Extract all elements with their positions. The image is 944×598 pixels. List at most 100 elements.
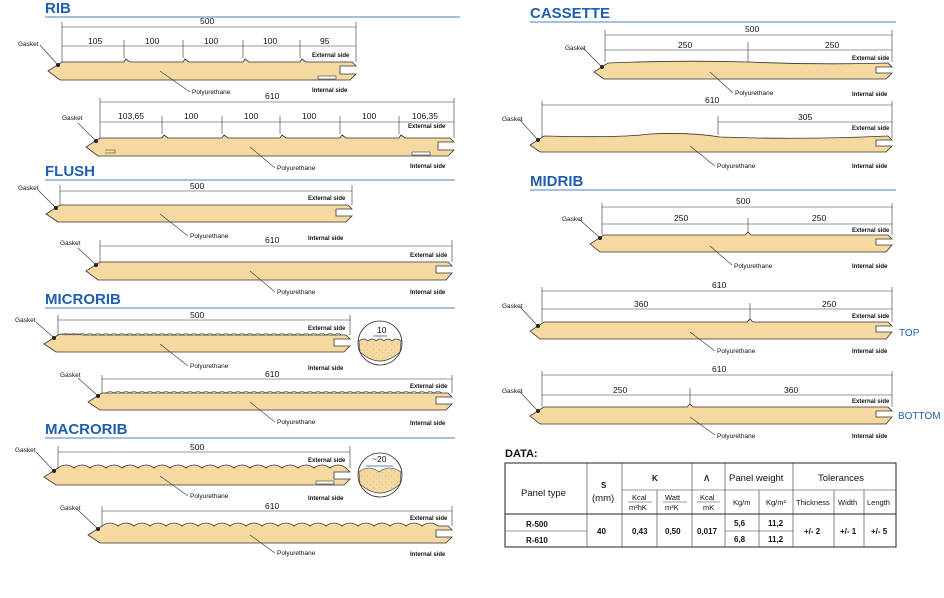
polyurethane-label: Polyurethane: [277, 419, 316, 426]
polyurethane-label: Polyurethane: [734, 263, 773, 270]
external-side-label: External side: [308, 196, 346, 202]
macrorib-detail-dim: ~20: [372, 454, 387, 464]
external-side-label: External side: [308, 326, 346, 332]
polyurethane-label: Polyurethane: [277, 550, 316, 557]
dim-total: 610: [265, 235, 279, 245]
external-side-label: External side: [852, 399, 890, 405]
external-side-label: External side: [308, 458, 346, 464]
dim-seg: 250: [822, 299, 836, 309]
polyurethane-label: Polyurethane: [277, 165, 316, 172]
dim-seg: 250: [674, 213, 688, 223]
gasket-label: Gasket: [60, 240, 81, 247]
midrib-610-bottom-panel: 610 250 360 Gasket Polyurethane External…: [502, 364, 893, 440]
dim-seg: 106,35: [412, 111, 438, 121]
internal-side-label: Internal side: [852, 164, 888, 170]
gasket-label: Gasket: [15, 317, 36, 324]
external-side-label: External side: [852, 228, 890, 234]
sub-k-watt-unit: m²K: [665, 503, 679, 512]
dim-total: 500: [190, 310, 204, 320]
data-table: Panel type S (mm) K Λ Panel weight Toler…: [504, 462, 897, 548]
external-side-label: External side: [410, 253, 448, 259]
dim-seg: 105: [88, 36, 102, 46]
header-lambda: Λ: [704, 474, 710, 483]
gasket-label: Gasket: [502, 388, 523, 395]
midrib-610-top-panel: 610 360 250 Gasket Polyurethane External…: [502, 280, 893, 355]
polyurethane-label: Polyurethane: [190, 493, 229, 500]
dim-seg: 305: [798, 112, 812, 122]
internal-side-label: Internal side: [308, 236, 344, 242]
gasket-label: Gasket: [18, 185, 39, 192]
cell-lambda: 0,017: [697, 527, 718, 536]
header-panel-weight: Panel weight: [729, 473, 784, 484]
polyurethane-label: Polyurethane: [717, 433, 756, 440]
dim-seg: 100: [302, 111, 316, 121]
cell-kg-m2: 11,2: [768, 535, 784, 544]
internal-side-label: Internal side: [410, 164, 446, 170]
dim-total: 500: [190, 181, 204, 191]
sub-thickness: Thickness: [796, 498, 830, 507]
dim-seg: 100: [244, 111, 258, 121]
sub-k-kcal: Kcal: [632, 493, 647, 502]
microrib-500-panel: 500 Gasket Polyurethane External side In…: [15, 310, 403, 372]
gasket-label: Gasket: [62, 115, 83, 122]
rib-610-panel: 610 103,65 100 100 100 100 106,35 Gasket…: [62, 91, 455, 172]
polyurethane-label: Polyurethane: [717, 163, 756, 170]
dim-total: 500: [190, 442, 204, 452]
cell-kg-m2: 11,2: [768, 519, 784, 528]
header-s-unit: (mm): [592, 493, 614, 504]
external-side-label: External side: [852, 126, 890, 132]
top-label: TOP: [899, 328, 920, 339]
dim-seg: 95: [320, 36, 330, 46]
dim-seg: 100: [263, 36, 277, 46]
sub-length: Length: [867, 498, 890, 507]
polyurethane-label: Polyurethane: [735, 90, 774, 97]
header-s: S: [601, 481, 607, 490]
sub-lambda-unit: mK: [703, 503, 714, 512]
dim-seg: 100: [184, 111, 198, 121]
dim-total: 610: [265, 91, 279, 101]
row-type-r610: R-610: [526, 536, 548, 545]
macrorib-500-panel: 500 Gasket Polyurethane External side In…: [15, 442, 403, 502]
dim-total: 500: [200, 16, 214, 26]
internal-side-label: Internal side: [852, 264, 888, 270]
external-side-label: External side: [408, 124, 446, 130]
internal-side-label: Internal side: [312, 88, 348, 94]
dim-total: 500: [736, 196, 750, 206]
polyurethane-label: Polyurethane: [190, 233, 229, 240]
polyurethane-label: Polyurethane: [277, 289, 316, 296]
gasket-label: Gasket: [565, 45, 586, 52]
external-side-label: External side: [852, 314, 890, 320]
gasket-label: Gasket: [60, 505, 81, 512]
flush-610-panel: 610 Gasket Polyurethane External side In…: [60, 235, 453, 296]
microrib-610-panel: 610 Gasket Polyurethane External side In…: [60, 369, 453, 427]
cell-thickness: +/- 2: [804, 527, 821, 536]
cell-k-kcal: 0,43: [632, 527, 648, 536]
cell-length: +/- 5: [871, 527, 888, 536]
dim-seg: 100: [145, 36, 159, 46]
cell-kg-m: 6,8: [734, 535, 746, 544]
gasket-label: Gasket: [18, 41, 39, 48]
external-side-label: External side: [852, 56, 890, 62]
sub-k-watt: Watt: [665, 493, 681, 502]
section-title-macrorib: MACRORIB: [45, 421, 128, 438]
internal-side-label: Internal side: [308, 496, 344, 502]
cell-s: 40: [597, 527, 606, 536]
internal-side-label: Internal side: [410, 421, 446, 427]
section-title-microrib: MICRORIB: [45, 291, 121, 308]
data-title: DATA:: [505, 448, 538, 460]
polyurethane-label: Polyurethane: [192, 89, 231, 96]
polyurethane-label: Polyurethane: [717, 348, 756, 355]
section-title-rib: RIB: [45, 0, 71, 17]
gasket-label: Gasket: [502, 303, 523, 310]
internal-side-label: Internal side: [852, 92, 888, 98]
sub-kg-m2: Kg/m²: [766, 498, 787, 507]
internal-side-label: Internal side: [852, 349, 888, 355]
dim-total: 610: [265, 501, 279, 511]
section-title-cassette: CASSETTE: [530, 5, 610, 22]
dim-seg: 360: [784, 385, 798, 395]
flush-500-panel: 500 Gasket Polyurethane External side In…: [18, 181, 353, 242]
cell-kg-m: 5,6: [734, 519, 746, 528]
dim-seg: 250: [613, 385, 627, 395]
dim-seg: 360: [634, 299, 648, 309]
